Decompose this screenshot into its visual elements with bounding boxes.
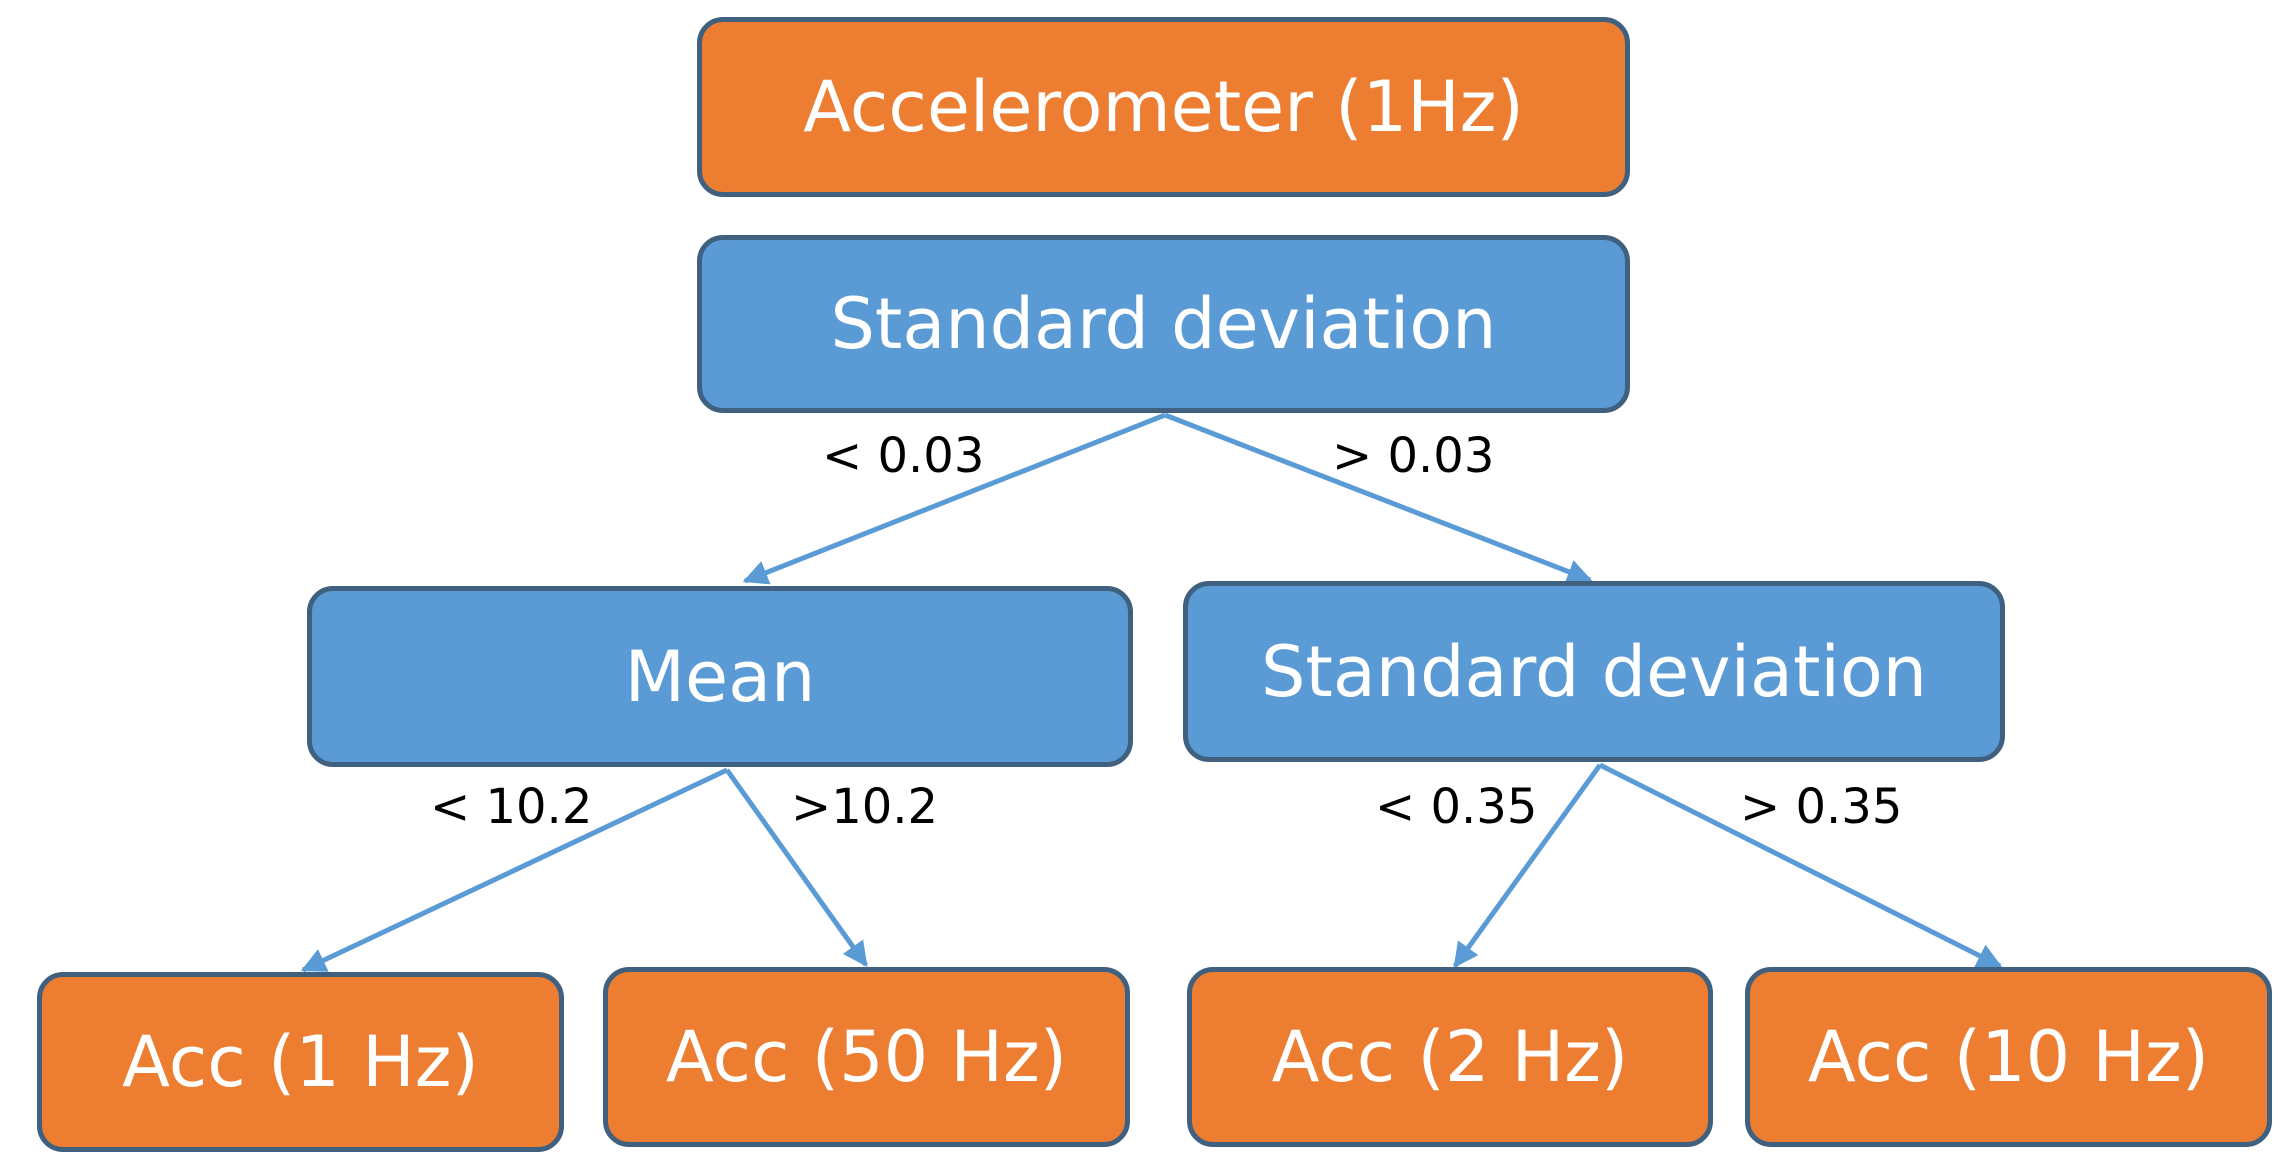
edge-label-top-right: > 0.03: [1332, 428, 1495, 484]
edge-label-left-right: >10.2: [791, 779, 939, 835]
edge-right-left: [1452, 763, 1603, 969]
leaf-node-4: Acc (10 Hz): [1745, 967, 2272, 1147]
leaf-node-2: Acc (50 Hz): [603, 967, 1130, 1147]
edge-right-right: [1598, 762, 2003, 969]
leaf-node-1: Acc (1 Hz): [37, 972, 564, 1152]
edge-label-left-left: < 10.2: [430, 779, 593, 835]
edge-left-left: [300, 767, 729, 973]
split-node-left-label: Mean: [624, 635, 816, 718]
leaf-node-2-label: Acc (50 Hz): [665, 1016, 1068, 1098]
root-node: Accelerometer (1Hz): [697, 17, 1630, 197]
split-node-top: Standard deviation: [697, 235, 1630, 413]
edge-label-right-right: > 0.35: [1740, 779, 1903, 835]
leaf-node-3: Acc (2 Hz): [1187, 967, 1713, 1147]
edge-label-right-left: < 0.35: [1375, 779, 1538, 835]
leaf-node-1-label: Acc (1 Hz): [122, 1021, 479, 1103]
root-node-label: Accelerometer (1Hz): [803, 66, 1524, 148]
leaf-node-4-label: Acc (10 Hz): [1807, 1016, 2210, 1098]
split-node-top-label: Standard deviation: [830, 283, 1497, 365]
split-node-left: Mean: [307, 586, 1133, 767]
edge-label-top-left: < 0.03: [822, 428, 985, 484]
edge-top-left: [742, 412, 1166, 585]
edge-top-right: [1164, 412, 1593, 584]
leaf-node-3-label: Acc (2 Hz): [1271, 1016, 1629, 1098]
edge-left-right: [724, 768, 869, 968]
split-node-right: Standard deviation: [1183, 581, 2005, 762]
split-node-right-label: Standard deviation: [1260, 630, 1928, 713]
